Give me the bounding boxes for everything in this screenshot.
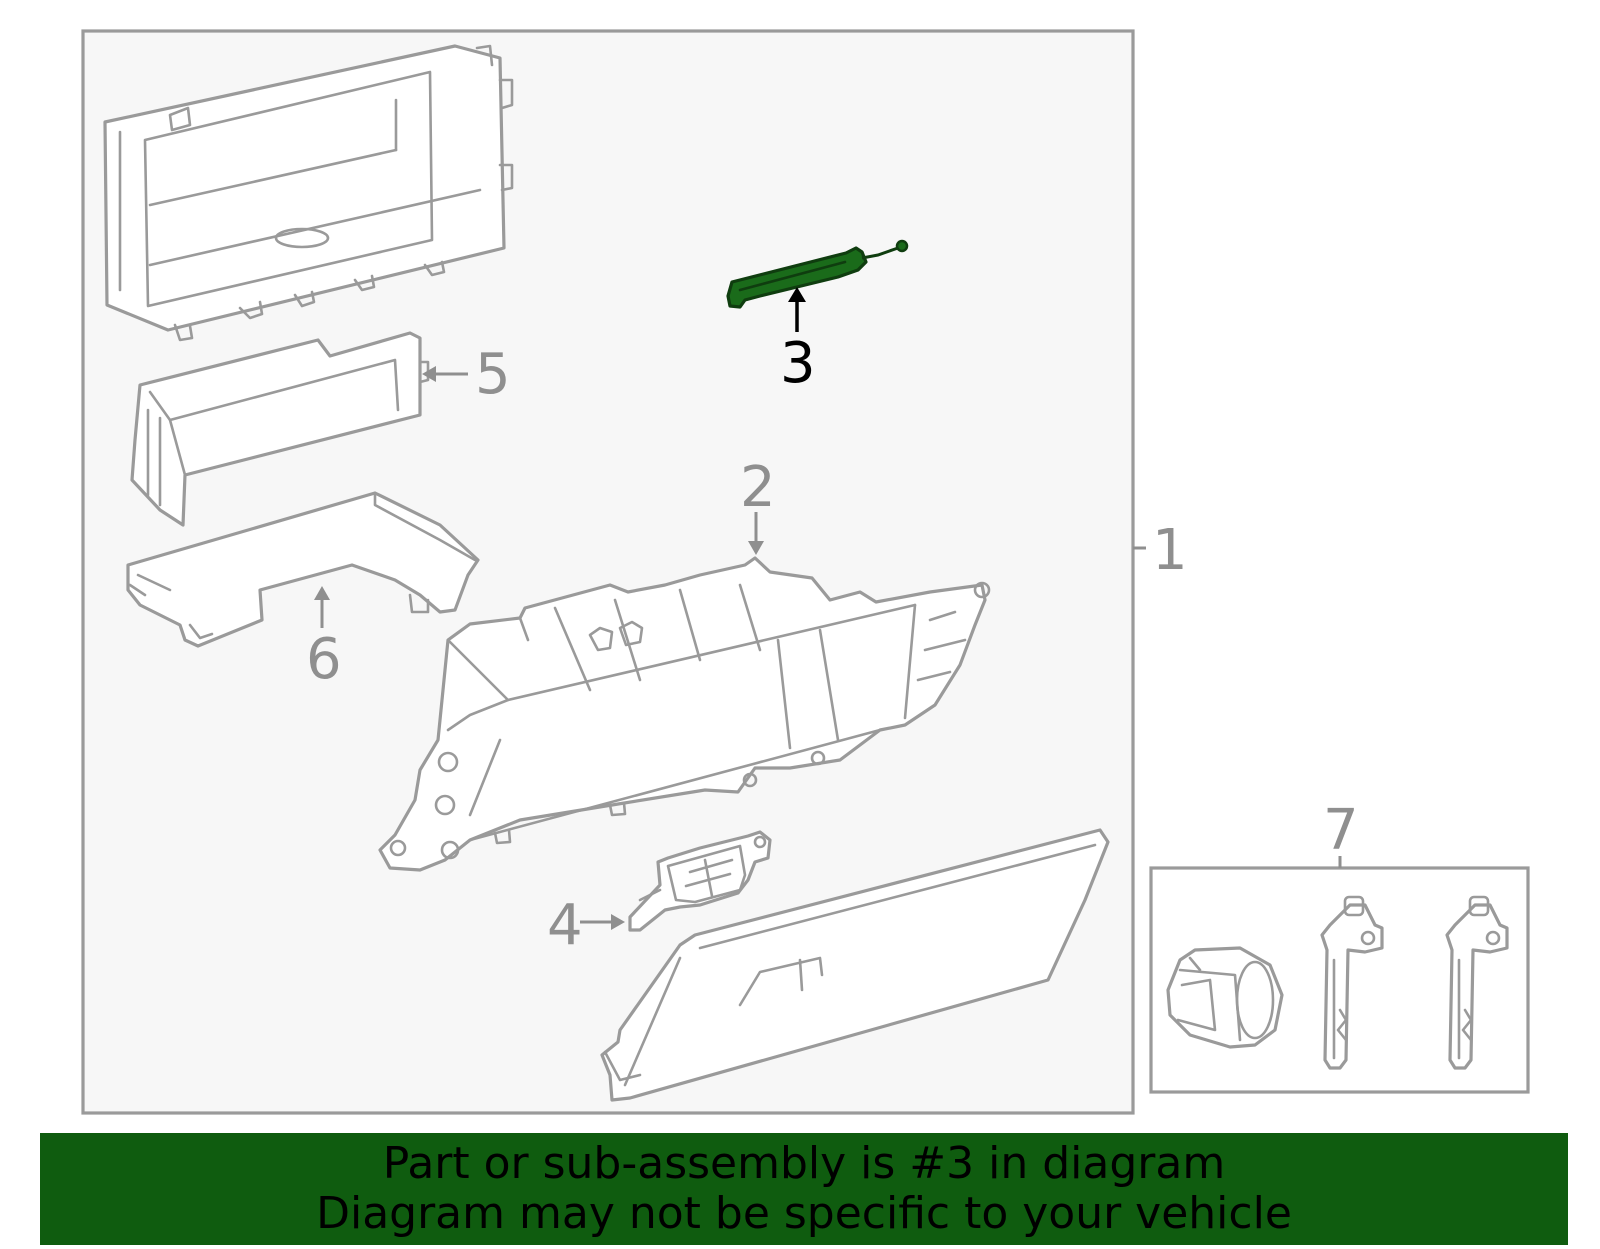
part-6-panel <box>126 491 480 648</box>
callout-2: 2 <box>740 455 776 555</box>
part-4-latch <box>628 830 772 932</box>
key-left-part <box>1320 895 1384 1070</box>
key-right-part <box>1445 895 1509 1070</box>
callout-5-label: 5 <box>475 342 511 407</box>
banner-line-1: Part or sub-assembly is #3 in diagram <box>382 1138 1226 1189</box>
callout-1: 1 <box>1133 518 1188 583</box>
part-3-wire <box>861 246 899 260</box>
part-3-shape <box>726 246 868 309</box>
callout-3: 3 <box>780 287 816 396</box>
callout-5: 5 <box>422 342 511 407</box>
callout-2-label: 2 <box>740 455 776 520</box>
glove-box-door-part <box>600 828 1110 1102</box>
part-3-highlighted <box>726 239 909 309</box>
lock-cylinder-part <box>1166 946 1284 1049</box>
callout-7-label: 7 <box>1323 798 1359 863</box>
part-2-housing <box>378 556 991 872</box>
part-3-tip <box>895 239 909 253</box>
callout-3-label: 3 <box>780 331 816 396</box>
upper-box-part <box>103 44 514 342</box>
banner-line-2: Diagram may not be specific to your vehi… <box>316 1188 1292 1239</box>
callout-6: 6 <box>306 586 342 692</box>
callout-7: 7 <box>1323 798 1359 868</box>
info-banner: Part or sub-assembly is #3 in diagram Di… <box>40 1133 1568 1245</box>
callout-1-label: 1 <box>1152 518 1188 583</box>
callout-6-label: 6 <box>306 627 342 692</box>
callout-4: 4 <box>547 893 625 958</box>
callout-4-label: 4 <box>547 893 583 958</box>
